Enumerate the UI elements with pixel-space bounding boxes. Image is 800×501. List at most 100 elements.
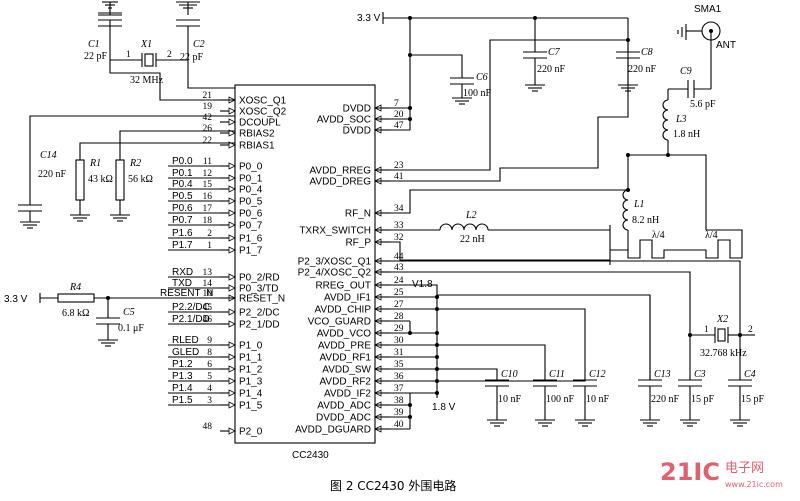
l2-ref: L2 bbox=[465, 210, 477, 221]
chip-pin-number: 21 bbox=[203, 91, 213, 101]
net-label: RXD bbox=[172, 267, 193, 278]
chip-pin-number: 29 bbox=[394, 324, 404, 334]
chip-pin-number: 34 bbox=[394, 204, 404, 214]
figure-caption: 图 2 CC2430 外围电路 bbox=[330, 478, 456, 493]
chip-pin-label: AVDD_IF2 bbox=[324, 389, 371, 400]
c4-ref: C4 bbox=[744, 369, 756, 380]
chip-pin-label: RF_P bbox=[345, 238, 371, 249]
c9-ref: C9 bbox=[680, 66, 692, 77]
chip-pin-number: 5 bbox=[207, 372, 212, 382]
chip-pin-number: 13 bbox=[203, 268, 213, 278]
r1-value: 43 kΩ bbox=[88, 174, 113, 185]
chip-pin-label: VCO_GUARD bbox=[308, 317, 371, 328]
chip-pin-label: AVDD_PRE bbox=[318, 341, 371, 352]
chip-pin-number: 16 bbox=[203, 192, 213, 202]
sma-label: SMA1 bbox=[694, 4, 722, 15]
rf-matching-network: SMA1 ANT C9 5.6 pF L3 1.8 nH L1 8.2 nH bbox=[375, 4, 743, 265]
l2-value: 22 nH bbox=[460, 234, 485, 245]
net-label: P1.4 bbox=[172, 383, 193, 394]
chip-pin-number: 23 bbox=[394, 161, 404, 171]
tl2-label: λ/4 bbox=[705, 230, 718, 241]
chip-pin-number: 35 bbox=[394, 360, 404, 370]
chip-pin-label: P1_7 bbox=[239, 246, 263, 257]
vcc-top-label: 3.3 V bbox=[357, 13, 381, 24]
c12-ref: C12 bbox=[589, 369, 606, 380]
v18-bottom-label: 1.8 V bbox=[432, 402, 456, 413]
c1-value: 22 pF bbox=[84, 51, 108, 62]
net-label: RLED bbox=[172, 335, 199, 346]
chip-pin-number: 32 bbox=[394, 233, 404, 243]
r1-ref: R1 bbox=[89, 158, 101, 169]
chip-pin-number: 14 bbox=[203, 279, 213, 289]
left-net-labels: P0.0P0.1P0.4P0.5P0.6P0.7P1.6P1.7RXDTXDRE… bbox=[160, 156, 220, 406]
x2-ref: X2 bbox=[716, 314, 728, 325]
chip-pin-label: RREG_OUT bbox=[315, 281, 371, 292]
chip-pin-number: 42 bbox=[203, 113, 213, 123]
chip-pin-number: 44 bbox=[394, 252, 404, 262]
net-label: GLED bbox=[172, 347, 199, 358]
x1-pin1: 1 bbox=[126, 50, 131, 60]
chip-pin-label: P2_2/DC bbox=[239, 308, 280, 319]
crystal-x1-circuit: C1 22 pF C2 22 pF X1 1 2 32 MHz bbox=[29, 1, 235, 205]
chip-pin-number: 2 bbox=[207, 229, 212, 239]
chip-pin-number: 12 bbox=[203, 169, 213, 179]
chip-pin-number: 18 bbox=[203, 216, 213, 226]
l3-value: 1.8 nH bbox=[673, 129, 700, 140]
chip-pin-label: AVDD_DREG bbox=[310, 177, 372, 188]
c3-ref: C3 bbox=[694, 369, 706, 380]
chip-pin-number: 22 bbox=[203, 136, 213, 146]
chip-pin-number: 17 bbox=[203, 204, 213, 214]
c7-value: 220 nF bbox=[537, 64, 566, 75]
chip-pin-number: 33 bbox=[394, 221, 404, 231]
chip-body bbox=[234, 84, 376, 444]
c2-value: 22 pF bbox=[180, 52, 204, 63]
c13-value: 220 nF bbox=[651, 394, 680, 405]
chip-pin-number: 1 bbox=[207, 241, 212, 251]
chip-pin-number: 25 bbox=[394, 288, 404, 298]
c10-value: 10 nF bbox=[498, 394, 522, 405]
chip-pin-label: AVDD_RF1 bbox=[320, 353, 372, 364]
chip-pin-label: P1_2 bbox=[239, 365, 263, 376]
chip-pin-label: AVDD_RREG bbox=[310, 166, 372, 177]
chip-pin-label: XOSC_Q2 bbox=[239, 107, 287, 118]
x1-pin2: 2 bbox=[167, 50, 172, 60]
x2-value: 32.768 kHz bbox=[700, 348, 747, 359]
watermark-text: 电子网 bbox=[725, 461, 764, 476]
c5-ref: C5 bbox=[123, 307, 135, 318]
c3-value: 15 pF bbox=[691, 394, 715, 405]
chip-pin-label: RF_N bbox=[345, 209, 371, 220]
chip-pin-label: P0_7 bbox=[239, 221, 263, 232]
chip-pin-number: 4 bbox=[207, 384, 212, 394]
net-label: P0.5 bbox=[172, 191, 193, 202]
l1-value: 8.2 nH bbox=[632, 215, 659, 226]
analog-supply-network: V1.8 1.8 V X2 1 2 bbox=[375, 260, 755, 430]
chip-pin-label: AVDD_DGUARD bbox=[295, 425, 371, 436]
reset-circuit: 3.3 V R4 6.8 kΩ C5 0.1 μF bbox=[4, 282, 235, 347]
chip-pin-label: P0_1 bbox=[239, 174, 263, 185]
chip-pin-number: 47 bbox=[394, 121, 404, 131]
l1-ref: L1 bbox=[633, 199, 645, 210]
chip-pin-number: 43 bbox=[394, 263, 404, 273]
chip-left-pins: XOSC_Q121XOSC_Q219DCOUPL42RBIAS226RBIAS1… bbox=[203, 91, 287, 438]
ant-label: ANT bbox=[716, 40, 736, 51]
chip-pin-number: 40 bbox=[394, 420, 404, 430]
c14-value: 220 nF bbox=[38, 169, 67, 180]
c11-value: 100 nF bbox=[546, 394, 575, 405]
watermark-logo: 21IC 电子网 www.21ic.com bbox=[660, 458, 783, 489]
chip-pin-label: P1_5 bbox=[239, 401, 263, 412]
net-label: P1.2 bbox=[172, 359, 193, 370]
r4-ref: R4 bbox=[69, 282, 81, 293]
net-label: P1.3 bbox=[172, 371, 193, 382]
chip-pin-number: 36 bbox=[394, 372, 404, 382]
net-label: P0.7 bbox=[172, 215, 193, 226]
chip-pin-label: RESET_N bbox=[239, 294, 285, 305]
power-supply-decoupling: 3.3 V C6 100 nF C7 220 nF bbox=[357, 12, 657, 182]
vcc-left-label: 3.3 V bbox=[4, 294, 28, 305]
chip-pin-number: 19 bbox=[203, 102, 213, 112]
chip-pin-number: 31 bbox=[394, 348, 404, 358]
chip-pin-label: P0_6 bbox=[239, 209, 263, 220]
chip-pin-label: RBIAS1 bbox=[239, 141, 275, 152]
x1-ref: X1 bbox=[140, 39, 152, 50]
